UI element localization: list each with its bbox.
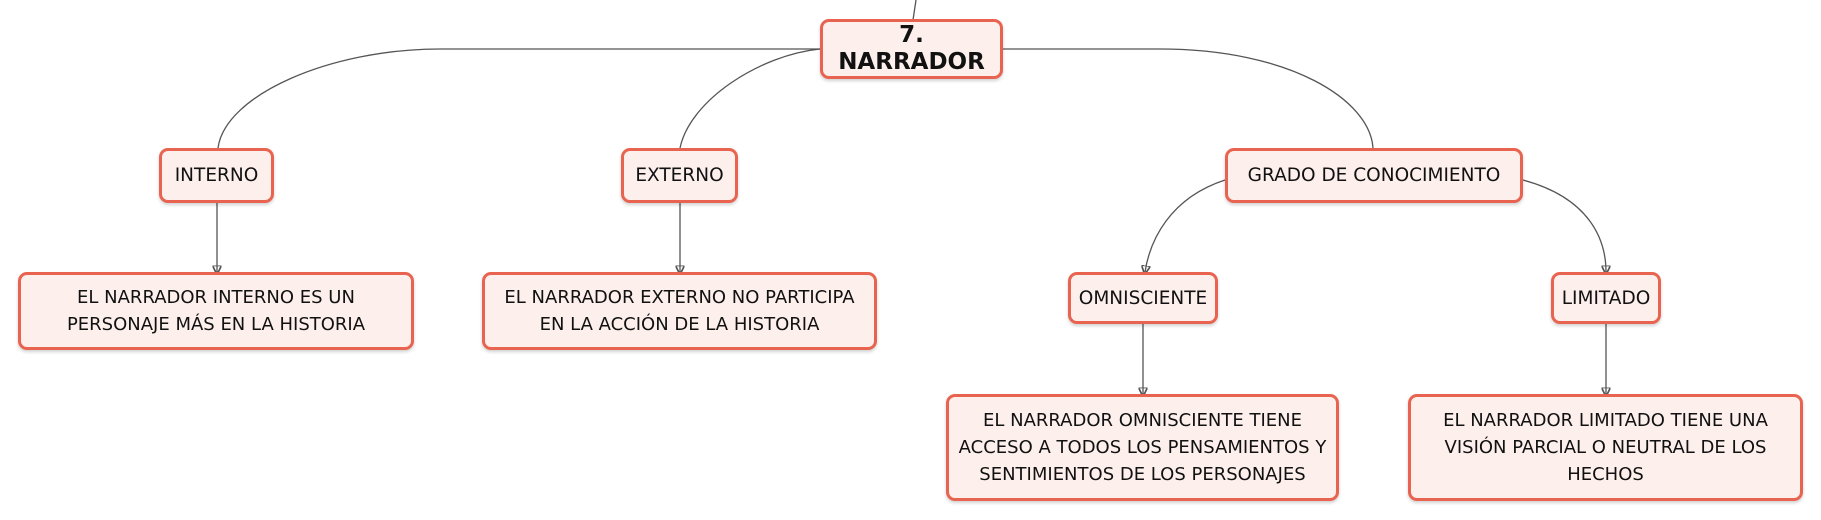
connector-root-to-grado xyxy=(1003,48,1374,149)
node-grado-de-conocimiento[interactable]: GRADO DE CONOCIMIENTO xyxy=(1225,148,1523,203)
connector-grado-to-omnisciente xyxy=(1145,179,1226,272)
node-grado-label: GRADO DE CONOCIMIENTO xyxy=(1247,165,1501,186)
node-interno-description[interactable]: EL NARRADOR INTERNO ES UN PERSONAJE MÁS … xyxy=(18,272,414,350)
node-limitado-description[interactable]: EL NARRADOR LIMITADO TIENE UNA VISIÓN PA… xyxy=(1408,394,1803,501)
connector-root-to-externo xyxy=(679,48,821,149)
connector-root-to-interno xyxy=(217,48,820,149)
node-externo-label: EXTERNO xyxy=(635,165,724,186)
root-node[interactable]: 7. NARRADOR xyxy=(820,19,1003,79)
node-limitado-description-label: EL NARRADOR LIMITADO TIENE UNA VISIÓN PA… xyxy=(1443,410,1768,485)
node-interno-description-label: EL NARRADOR INTERNO ES UN PERSONAJE MÁS … xyxy=(66,287,366,335)
connector-parent-to-root xyxy=(912,0,917,21)
node-omnisciente-label: OMNISCIENTE xyxy=(1078,287,1208,309)
node-limitado-label: LIMITADO xyxy=(1561,287,1651,309)
node-interno-label: INTERNO xyxy=(174,165,259,186)
node-externo-description-label: EL NARRADOR EXTERNO NO PARTICIPA EN LA A… xyxy=(504,287,855,335)
node-omnisciente-description-label: EL NARRADOR OMNISCIENTE TIENE ACCESO A T… xyxy=(958,410,1327,485)
connector-grado-to-limitado xyxy=(1522,179,1606,272)
root-node-label: 7. NARRADOR xyxy=(838,22,985,75)
node-omnisciente[interactable]: OMNISCIENTE xyxy=(1068,272,1218,324)
node-interno[interactable]: INTERNO xyxy=(159,148,274,203)
node-externo[interactable]: EXTERNO xyxy=(621,148,738,203)
node-omnisciente-description[interactable]: EL NARRADOR OMNISCIENTE TIENE ACCESO A T… xyxy=(946,394,1339,501)
node-externo-description[interactable]: EL NARRADOR EXTERNO NO PARTICIPA EN LA A… xyxy=(482,272,877,350)
node-limitado[interactable]: LIMITADO xyxy=(1551,272,1661,324)
